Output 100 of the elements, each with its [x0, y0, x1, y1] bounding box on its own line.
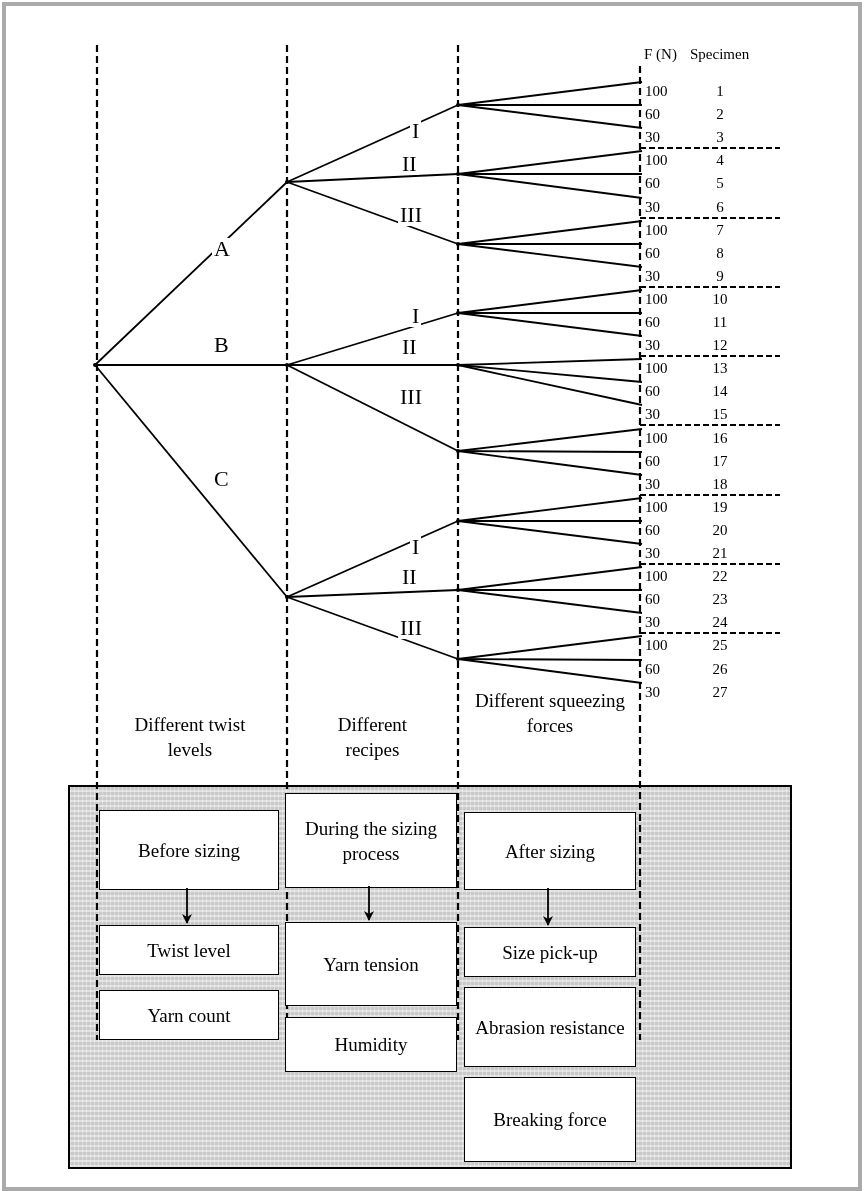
panel-background: [68, 785, 792, 1169]
column-heading: Different recipes: [336, 713, 409, 762]
specimen-number: 1: [715, 83, 725, 99]
branch-line: [457, 450, 643, 476]
branch-line: [457, 364, 643, 406]
specimen-number: 8: [715, 245, 725, 261]
process-box: Before sizing: [99, 810, 279, 890]
specimen-number: 12: [711, 337, 729, 353]
column-header: Specimen: [690, 46, 750, 62]
force-value: 100: [642, 291, 668, 307]
junction-dot: [285, 595, 289, 599]
branch-line: [286, 312, 459, 366]
specimen-number: 5: [715, 175, 725, 191]
junction-dot: [456, 242, 460, 246]
force-value: 60: [642, 661, 660, 677]
specimen-number: 20: [711, 522, 729, 538]
branch-line: [286, 520, 459, 598]
force-value: 100: [642, 430, 668, 446]
specimen-number: 9: [715, 268, 725, 284]
specimen-number: 25: [711, 637, 729, 653]
process-box: Breaking force: [464, 1077, 636, 1162]
specimen-number: 14: [711, 383, 729, 399]
specimen-number: 26: [711, 661, 729, 677]
branch-line: [457, 658, 643, 684]
branch-line: [94, 181, 288, 366]
branch-line: [457, 520, 643, 545]
branch-line: [457, 104, 643, 129]
force-value: 100: [642, 568, 668, 584]
specimen-number: 7: [715, 222, 725, 238]
column-heading: Different squeezing forces: [475, 689, 625, 738]
force-value: 100: [642, 222, 668, 238]
branch-line: [286, 596, 459, 660]
force-value: 60: [642, 245, 660, 261]
force-value: 30: [642, 268, 660, 284]
force-value: 60: [642, 453, 660, 469]
branch-line: [286, 173, 459, 183]
specimen-number: 22: [711, 568, 729, 584]
process-box: Abrasion resistance: [464, 987, 636, 1067]
force-value: 60: [642, 175, 660, 191]
junction-dot: [456, 172, 460, 176]
branch-line: [457, 243, 643, 268]
process-box: Twist level: [99, 925, 279, 975]
column-heading: Different twist levels: [133, 713, 247, 762]
junction-dot: [285, 180, 289, 184]
specimen-number: 24: [711, 614, 729, 630]
force-value: 100: [642, 637, 668, 653]
specimen-number: 16: [711, 430, 729, 446]
junction-dot: [456, 363, 460, 367]
specimen-number: 18: [711, 476, 729, 492]
force-value: 100: [642, 152, 668, 168]
force-value: 60: [642, 383, 660, 399]
force-value: 30: [642, 129, 660, 145]
specimen-number: 11: [711, 314, 729, 330]
force-value: 30: [642, 545, 660, 561]
junction-dot: [456, 588, 460, 592]
specimen-number: 4: [715, 152, 725, 168]
force-value: 60: [642, 314, 660, 330]
specimen-number: 19: [711, 499, 729, 515]
branch-line: [286, 104, 459, 183]
force-value: 100: [642, 360, 668, 376]
process-box: Humidity: [285, 1017, 457, 1072]
column-header: F (N): [644, 46, 677, 62]
branch-line: [286, 364, 459, 452]
specimen-number: 10: [711, 291, 729, 307]
junction-dot: [456, 449, 460, 453]
force-value: 100: [642, 83, 668, 99]
branch-line: [286, 181, 459, 245]
force-value: 30: [642, 684, 660, 700]
specimen-number: 6: [715, 199, 725, 215]
process-box: After sizing: [464, 812, 636, 890]
specimen-number: 17: [711, 453, 729, 469]
specimen-number: 15: [711, 406, 729, 422]
junction-dot: [285, 363, 289, 367]
process-box: Size pick-up: [464, 927, 636, 977]
specimen-number: 3: [715, 129, 725, 145]
force-value: 60: [642, 106, 660, 122]
force-value: 30: [642, 199, 660, 215]
junction-dot: [456, 519, 460, 523]
force-value: 30: [642, 614, 660, 630]
branch-line: [457, 589, 643, 614]
process-box: During the sizing process: [285, 793, 457, 888]
branch-line: [286, 364, 459, 366]
process-box: Yarn tension: [285, 922, 457, 1006]
force-value: 30: [642, 476, 660, 492]
force-value: 30: [642, 406, 660, 422]
specimen-number: 13: [711, 360, 729, 376]
force-value: 60: [642, 591, 660, 607]
junction-dot: [93, 363, 97, 367]
branch-line: [286, 589, 459, 598]
force-value: 30: [642, 337, 660, 353]
branch-line: [457, 173, 643, 199]
force-value: 100: [642, 499, 668, 515]
process-box: Yarn count: [99, 990, 279, 1040]
specimen-number: 2: [715, 106, 725, 122]
specimen-number: 21: [711, 545, 729, 561]
junction-dot: [456, 657, 460, 661]
specimen-number: 23: [711, 591, 729, 607]
specimen-number: 27: [711, 684, 729, 700]
branch-line: [457, 364, 643, 383]
junction-dot: [456, 311, 460, 315]
